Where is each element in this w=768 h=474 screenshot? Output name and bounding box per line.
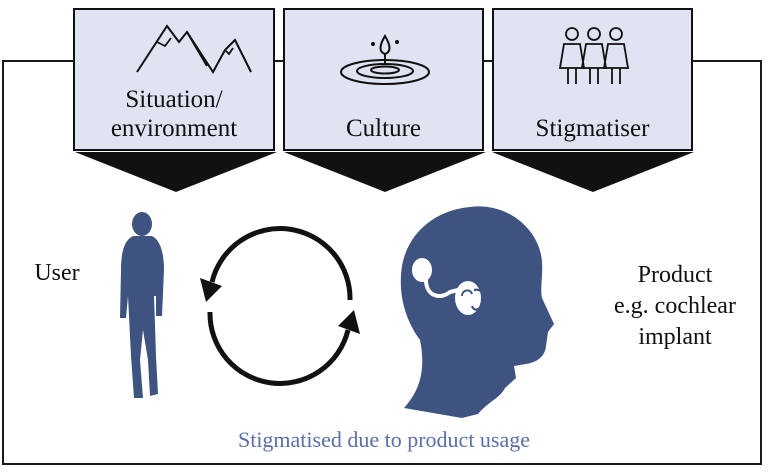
factor-box-culture: Culture [283,8,484,151]
user-label: User [34,260,80,286]
caption: Stigmatised due to product usage [237,427,531,452]
product-label-line3: implant [638,324,712,350]
product-label-line1: Product [637,262,713,288]
product-label-line2: e.g. cochlear [614,293,736,319]
cochlear-implant-icon [412,258,485,315]
down-arrow-culture [284,152,486,192]
mountain-icon [136,24,252,74]
people-group-icon [558,27,630,84]
down-arrow-stigmatiser [492,152,694,192]
down-arrow-situation [75,152,277,192]
factor-box-situation: Situation/ environment [73,8,275,151]
factor-label-situation-line2: environment [110,115,238,142]
water-drop-icon [340,34,430,85]
factor-label-stigmatiser: Stigmatiser [535,115,650,142]
factor-label-culture: Culture [346,115,421,142]
factor-box-stigmatiser: Stigmatiser [492,8,693,151]
factor-label-situation-line1: Situation/ [125,86,223,113]
